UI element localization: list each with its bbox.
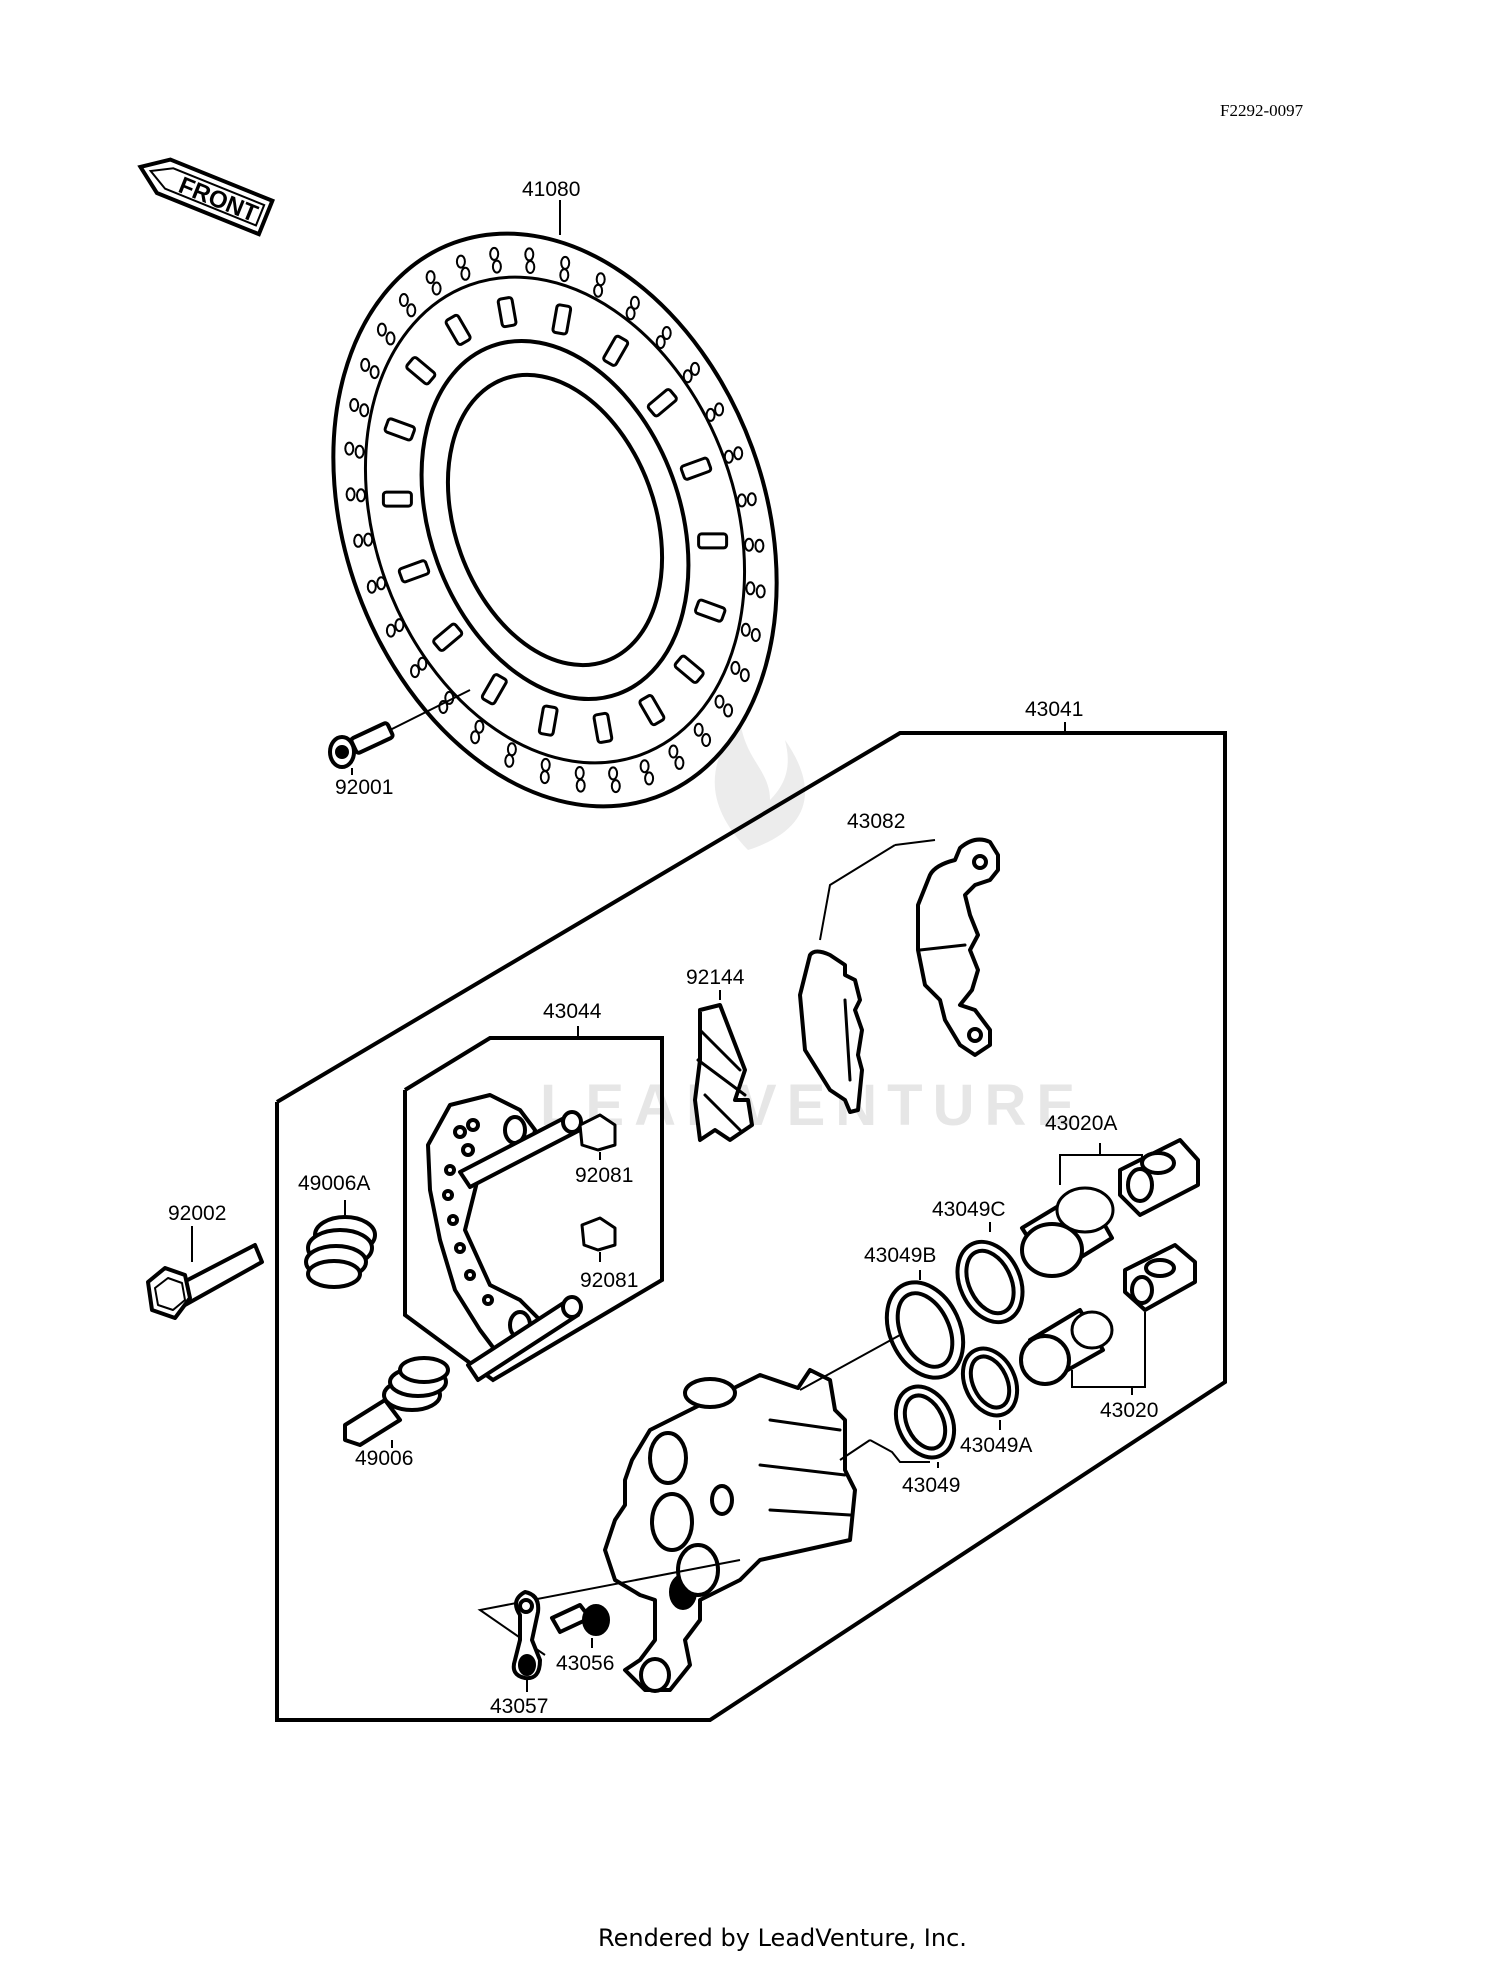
bracket-pin-lower[interactable] [466,1295,583,1382]
caliper-body[interactable] [603,1368,857,1693]
brake-pad-left[interactable] [798,949,864,1114]
label-92081-lower: 92081 [580,1269,638,1292]
label-92002: 92002 [168,1202,226,1225]
label-43082: 43082 [847,810,905,833]
label-43041: 43041 [1025,698,1083,721]
brake-pad-right[interactable] [916,837,1000,1057]
pad-spring[interactable] [693,1003,754,1142]
label-43057: 43057 [490,1695,548,1718]
label-43049B: 43049B [864,1244,936,1267]
label-92001: 92001 [335,776,393,799]
label-43020A: 43020A [1045,1112,1117,1135]
label-92081-upper: 92081 [575,1164,633,1187]
label-43044: 43044 [543,1000,602,1023]
label-43056: 43056 [556,1652,614,1675]
piston-seal-a[interactable] [953,1340,1028,1425]
piston-insulator-lower[interactable] [1123,1243,1197,1312]
label-92144: 92144 [686,966,745,989]
diagram-code: F2292-0097 [1220,101,1304,120]
pad-clip-upper[interactable] [578,1113,617,1152]
piston-upper[interactable] [1020,1186,1115,1278]
svg-text:LEADVENTURE: LEADVENTURE [540,1073,1085,1138]
disc-bolt[interactable] [328,721,395,769]
disc-vent-holes [344,246,766,794]
label-43049C: 43049C [932,1198,1006,1221]
piston-lower[interactable] [1019,1308,1114,1386]
caliper-assembly-frame [275,731,1227,1722]
label-41080: 41080 [522,178,580,201]
watermark: LEADVENTURE [540,720,1085,1138]
label-49006A: 49006A [298,1172,370,1195]
label-43049: 43049 [902,1474,960,1497]
front-arrow-icon: FRONT [137,157,275,237]
footer-credit: Rendered by LeadVenture, Inc. [598,1924,967,1952]
bleeder-valve[interactable] [550,1603,610,1636]
label-43049A: 43049A [960,1434,1032,1457]
pad-clip-lower[interactable] [580,1216,617,1252]
label-49006: 49006 [355,1447,413,1470]
caliper-bracket[interactable] [426,1093,542,1352]
piston-insulator-upper[interactable] [1118,1138,1200,1217]
caliper-mounting-bolt[interactable] [146,1243,264,1320]
piston-seal-c[interactable] [945,1231,1035,1332]
piston-seal[interactable] [885,1377,965,1467]
dust-boot[interactable] [304,1215,377,1289]
bleeder-cap[interactable] [511,1590,542,1681]
piston-seal-b[interactable] [872,1270,978,1390]
slide-pin[interactable] [343,1356,450,1447]
bracket-frame [403,1036,664,1383]
label-43020: 43020 [1100,1399,1158,1422]
